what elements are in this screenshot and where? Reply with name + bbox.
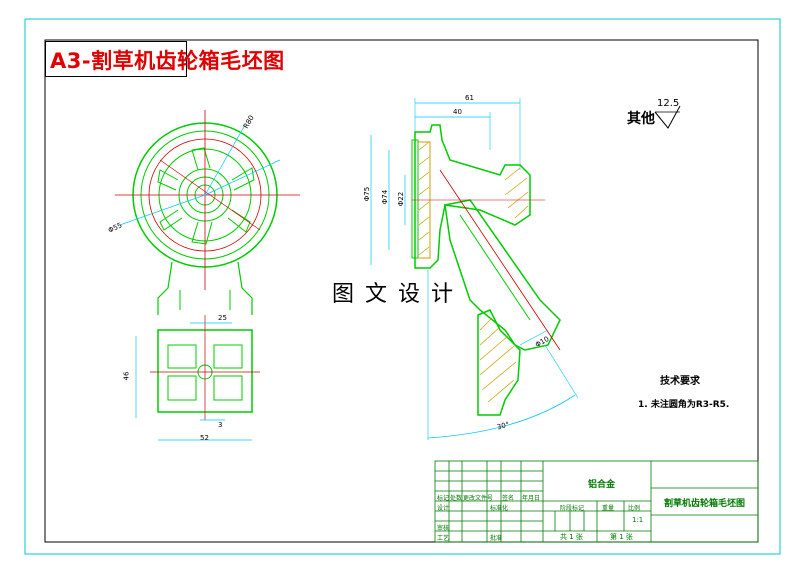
tb-standardize: 标准化 xyxy=(490,505,509,512)
tech-requirement-item: 1. 未注圆角为R3-R5. xyxy=(638,400,730,410)
tb-signature: 签名 xyxy=(502,495,515,502)
roughness-label: 其他 xyxy=(627,111,655,127)
drawing-title: A3-割草机齿轮箱毛坯图 xyxy=(50,49,285,73)
dim-small-3: 3 xyxy=(218,421,223,429)
title-box: A3-割草机齿轮箱毛坯图 xyxy=(45,41,284,77)
tb-count: 处数 xyxy=(450,495,463,502)
tech-requirements-heading: 技术要求 xyxy=(660,376,700,387)
tb-process: 工艺 xyxy=(437,535,450,542)
tb-stage-mark: 阶段标记 xyxy=(560,505,585,512)
front-view xyxy=(115,110,300,441)
dim-inner-width: 40 xyxy=(453,108,462,116)
dim-top-width: 61 xyxy=(465,94,474,102)
dim-dia-inner: Φ22 xyxy=(397,191,406,207)
tb-weight: 重量 xyxy=(602,505,615,512)
tb-ratio: 比例 xyxy=(628,505,641,512)
tb-review: 审核 xyxy=(437,525,450,532)
tb-date: 年月日 xyxy=(522,495,541,502)
dim-plate-width: 52 xyxy=(200,434,209,442)
section-view xyxy=(370,98,579,440)
tb-sheet-no: 第 1 张 xyxy=(610,533,633,541)
inner-frame xyxy=(44,39,759,543)
tb-drawing-name: 割草机齿轮箱毛坯图 xyxy=(664,499,746,509)
tb-sheet-total: 共 1 张 xyxy=(560,533,583,541)
title-block-grid xyxy=(434,460,759,543)
dim-dia-mid: Φ74 xyxy=(381,189,390,205)
tb-design: 设计 xyxy=(437,505,450,512)
tb-approve: 批准 xyxy=(490,535,503,542)
dim-plate-height: 46 xyxy=(122,371,131,381)
watermark: 图文设计 xyxy=(332,282,465,307)
tb-change-doc: 更改文件号 xyxy=(463,495,494,502)
tb-material: 铝合金 xyxy=(588,480,616,490)
tb-mark: 标记 xyxy=(437,495,450,502)
dim-boss-width: 25 xyxy=(218,314,227,322)
roughness-symbol xyxy=(654,105,681,129)
tb-scale: 1:1 xyxy=(632,516,644,524)
dim-dia-outer: Φ75 xyxy=(363,186,372,202)
outer-border xyxy=(24,18,781,555)
roughness-value: 12.5 xyxy=(657,98,680,109)
